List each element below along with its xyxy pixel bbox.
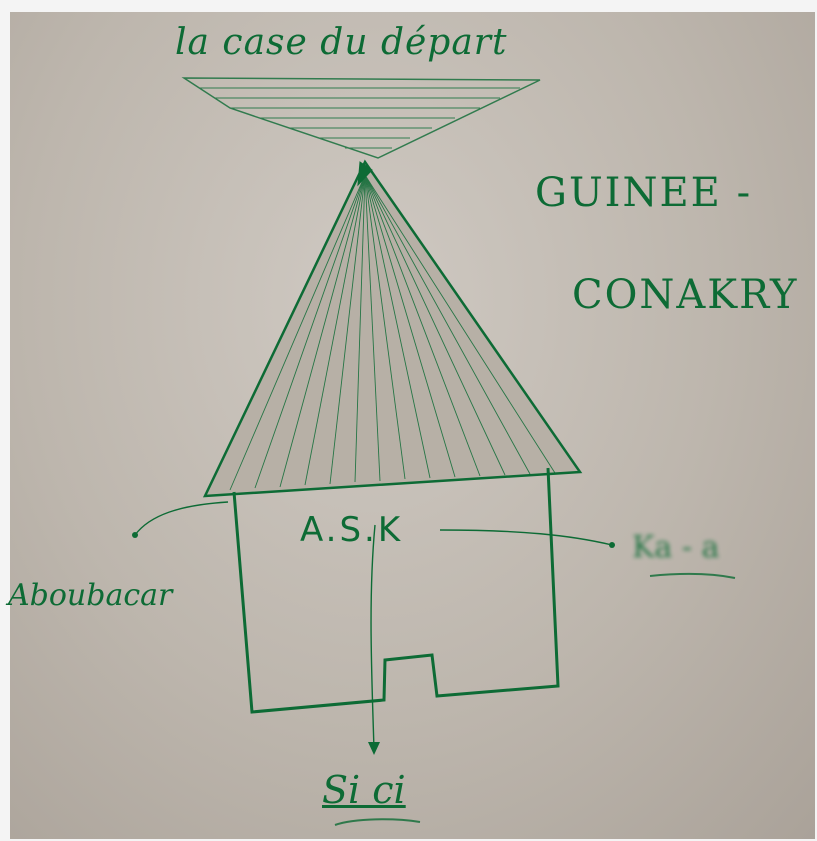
house-initials: A.S.K [300,510,404,550]
walls [232,467,560,714]
country-line-2: CONAKRY [572,272,799,318]
bottom-name-label: Si ci [322,768,406,812]
title: la case du départ [175,22,508,63]
left-name-label: Aboubacar [8,578,173,613]
title-hatch [181,77,541,159]
arrows [134,501,613,751]
right-name-label: Ka - a [632,530,720,565]
country-line-1: GUINEE - [535,170,753,216]
roof [202,159,583,498]
